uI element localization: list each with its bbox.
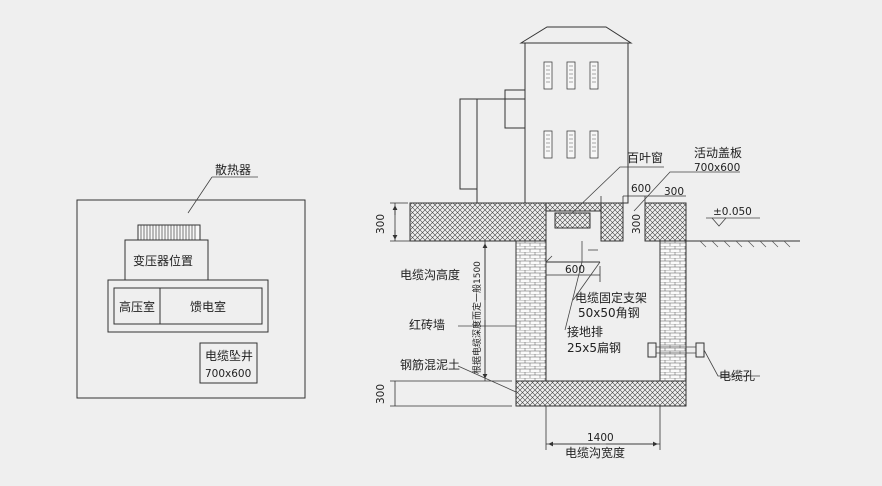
cable-pit-label: 电缆坠井: [205, 349, 253, 363]
reinforced-concrete-label: 钢筋混泥土: [400, 357, 460, 372]
radiator-leader: [187, 176, 213, 214]
feeder-room-label: 馈电室: [190, 299, 226, 314]
radiator-fins-icon: [137, 224, 201, 241]
section-view: ±0.050: [375, 26, 800, 460]
radiator-label: 散热器: [215, 162, 251, 177]
switchgear-inner: [113, 287, 263, 325]
switchgear-box: [107, 279, 269, 333]
trench-depth-note: 根据电缆深度而定一般1500: [471, 261, 483, 374]
transformer-position-label: 变压器位置: [133, 253, 193, 268]
trench-width-label: 电缆沟宽度: [565, 445, 625, 460]
trench-height-label: 电缆沟高度: [400, 267, 460, 282]
cable-bracket-icon: [545, 241, 600, 263]
cable-hole-label: 电缆孔: [719, 369, 755, 383]
louver-window-label: 百叶窗: [627, 151, 663, 165]
cable-bracket-label: 电缆固定支架: [575, 290, 647, 305]
dim-600-top: 600: [631, 183, 651, 195]
brick-wall-label: 红砖墙: [409, 317, 445, 332]
movable-cover-label: 活动盖板: [694, 146, 742, 160]
foundation-slab: [409, 202, 687, 242]
movable-cover-size: 700x600: [694, 162, 740, 174]
cable-bracket-spec: 50x50角钢: [578, 306, 640, 320]
cable-pit-box: [199, 342, 258, 384]
elevation-marker-icon: [706, 217, 760, 227]
leader-lines: [457, 166, 760, 393]
ground-bar-label: 接地排: [567, 324, 603, 339]
dim-600-mid: 600: [565, 264, 585, 276]
left-brick-wall: [515, 240, 547, 382]
dim-300-right: 300: [631, 214, 643, 234]
vent-icon: [543, 61, 599, 159]
right-brick-wall: [659, 240, 687, 382]
bottom-concrete-slab: [515, 380, 687, 407]
dim-300-left-top: 300: [375, 214, 387, 234]
dim-1400: 1400: [587, 432, 614, 444]
high-voltage-room-label: 高压室: [119, 299, 155, 314]
dim-300-left-bottom: 300: [375, 384, 387, 404]
louver-window-icon: [554, 212, 591, 229]
elevation-label: ±0.050: [713, 206, 752, 218]
substation-building: [459, 26, 633, 204]
ground-bar-spec: 25x5扁钢: [567, 341, 621, 355]
dim-300-top: 300: [664, 186, 684, 198]
cable-pit-size: 700x600: [205, 368, 251, 380]
plan-view: 散热器 变压器位置 高压室 馈电室 电缆坠井 700x600: [76, 162, 306, 399]
plan-outline: [76, 199, 306, 399]
